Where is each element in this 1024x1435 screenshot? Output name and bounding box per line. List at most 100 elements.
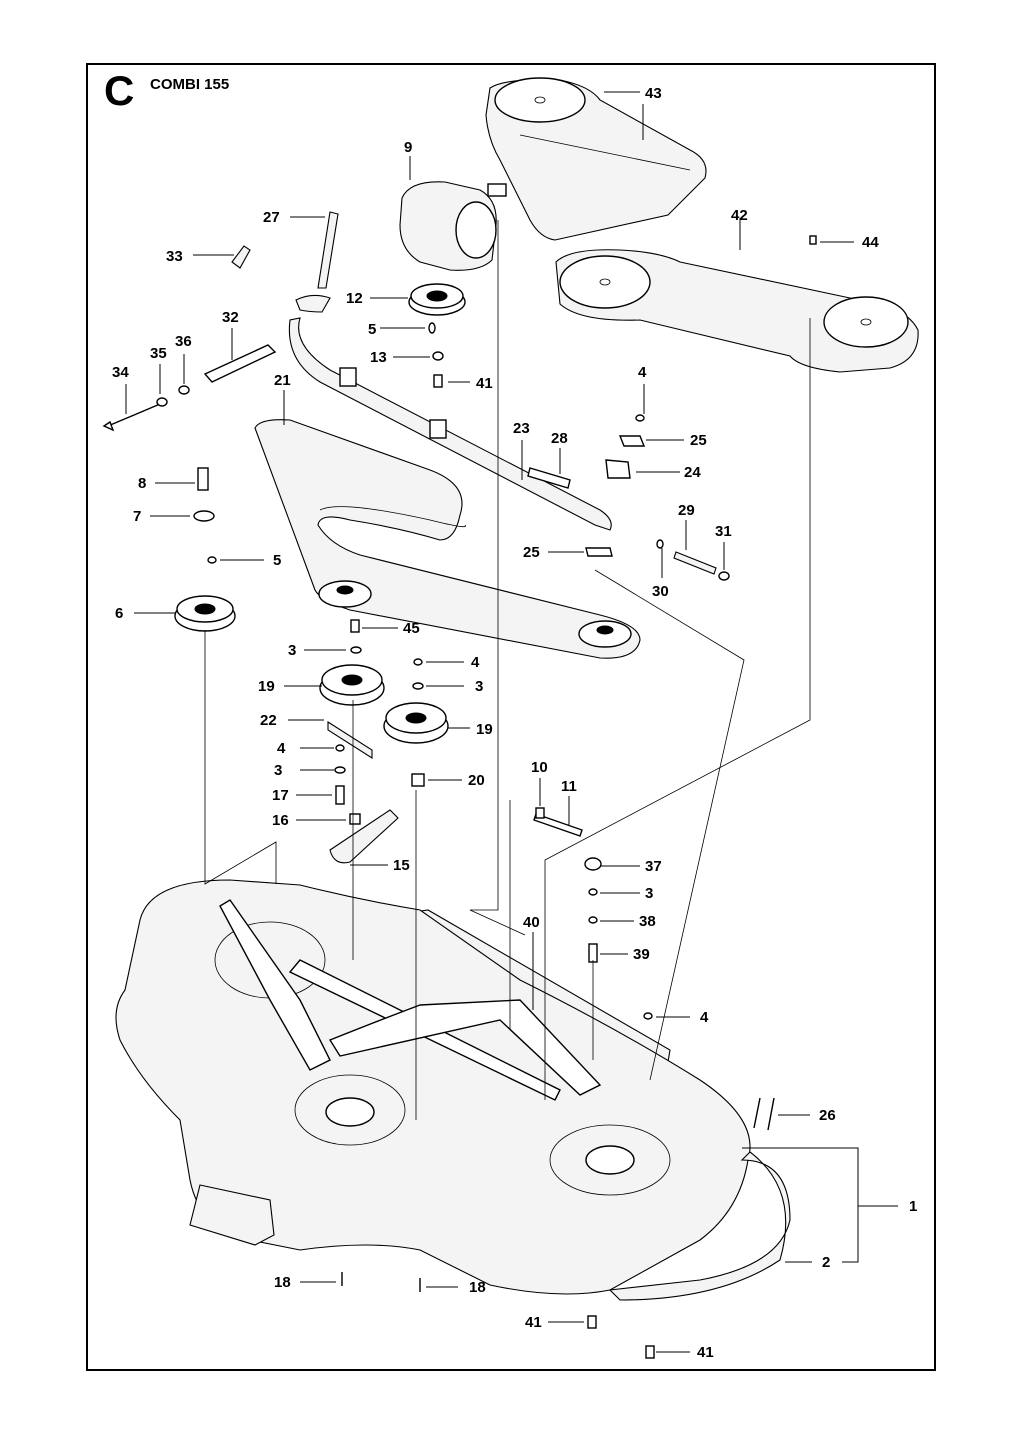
callout-3b: 3 — [475, 678, 483, 695]
belt-cover-43 — [485, 77, 707, 241]
bolt-26a — [753, 1097, 761, 1129]
pulley-19-left — [319, 664, 385, 706]
callout-6: 6 — [115, 605, 123, 622]
drive-belt-21 — [254, 419, 641, 659]
plate-25b — [585, 547, 613, 557]
callout-20: 20 — [468, 772, 485, 789]
model-title: COMBI 155 — [150, 76, 230, 93]
callout-41b: 41 — [525, 1314, 542, 1331]
knob-33 — [231, 245, 251, 269]
callout-30: 30 — [652, 583, 669, 600]
callout-21: 21 — [274, 372, 291, 389]
callout-25b: 25 — [523, 544, 540, 561]
callout-4a: 4 — [471, 654, 480, 671]
callout-3a: 3 — [288, 642, 296, 659]
screw-44 — [809, 235, 817, 245]
screw-41c — [645, 1345, 655, 1359]
pulley-19-right — [383, 702, 449, 744]
knob-37 — [584, 857, 602, 871]
washer-3b — [412, 682, 424, 690]
callout-25a: 25 — [690, 432, 707, 449]
screw-41b — [587, 1315, 597, 1329]
nut-4a — [413, 658, 423, 666]
washer-13 — [432, 351, 444, 361]
bushing-16 — [349, 813, 361, 825]
callout-5b: 5 — [273, 552, 281, 569]
spring-22 — [327, 720, 373, 760]
callout-18b: 18 — [469, 1279, 486, 1296]
bolt-26b — [767, 1097, 775, 1131]
callout-24: 24 — [684, 464, 701, 481]
guard-2 — [608, 1151, 791, 1301]
plate-25a — [618, 435, 646, 447]
nut-20 — [411, 773, 425, 787]
callout-33: 33 — [166, 248, 183, 265]
spring-29 — [673, 551, 717, 575]
washer-36 — [178, 385, 190, 395]
washer-3c — [334, 766, 346, 774]
bracket-15 — [329, 809, 399, 864]
callout-7: 7 — [133, 508, 141, 525]
callout-42: 42 — [731, 207, 748, 224]
callout-39: 39 — [633, 946, 650, 963]
callout-45: 45 — [403, 620, 420, 637]
callout-15: 15 — [393, 857, 410, 874]
callout-35: 35 — [150, 345, 167, 362]
callout-29: 29 — [678, 502, 695, 519]
lever-32 — [203, 294, 331, 383]
leader-lines — [125, 91, 898, 1353]
callout-4d: 4 — [638, 364, 647, 381]
spacer-17 — [335, 785, 345, 805]
diagram-frame — [86, 63, 936, 1371]
nut-35 — [156, 397, 168, 407]
callout-11: 11 — [561, 778, 577, 795]
spacer-39 — [588, 943, 598, 963]
spacer-10 — [535, 807, 545, 819]
callout-3c: 3 — [274, 762, 282, 779]
callout-27: 27 — [263, 209, 280, 226]
bolt-45 — [350, 619, 360, 633]
bolt-8 — [197, 467, 209, 491]
callout-9: 9 — [404, 139, 412, 156]
callout-13: 13 — [370, 349, 387, 366]
callout-38: 38 — [639, 913, 656, 930]
bolt-11 — [533, 813, 583, 837]
key-5 — [207, 556, 217, 564]
callout-44: 44 — [862, 234, 879, 251]
callout-4b: 4 — [277, 740, 286, 757]
callout-8: 8 — [138, 475, 146, 492]
washer-3d — [588, 888, 598, 896]
callout-labels: 43 9 27 42 44 33 12 32 5 36 35 13 4 34 2… — [112, 85, 917, 1361]
callout-26: 26 — [819, 1107, 836, 1124]
callout-43: 43 — [645, 85, 662, 102]
callout-31: 31 — [715, 523, 732, 540]
callout-1: 1 — [909, 1198, 917, 1215]
screw-41a — [433, 374, 443, 388]
callout-2: 2 — [822, 1254, 830, 1271]
nut-38 — [588, 916, 598, 924]
callout-12: 12 — [346, 290, 363, 307]
callout-40: 40 — [523, 914, 540, 931]
callout-32: 32 — [222, 309, 239, 326]
callout-36: 36 — [175, 333, 192, 350]
section-letter: C — [104, 67, 135, 114]
gearbox-9 — [399, 181, 507, 271]
pulley-6 — [174, 595, 236, 632]
belt-cover-42 — [555, 249, 919, 373]
callout-4c: 4 — [700, 1009, 709, 1026]
washer-7 — [193, 510, 215, 522]
callout-22: 22 — [260, 712, 277, 729]
callout-41a: 41 — [476, 375, 493, 392]
callout-19a: 19 — [258, 678, 275, 695]
nut-31 — [718, 571, 730, 581]
callout-3d: 3 — [645, 885, 653, 902]
key-5b — [428, 322, 436, 334]
callout-10: 10 — [531, 759, 548, 776]
callout-41c: 41 — [697, 1344, 714, 1361]
callout-37: 37 — [645, 858, 662, 875]
callout-17: 17 — [272, 787, 289, 804]
callout-18a: 18 — [274, 1274, 291, 1291]
bolt-34 — [102, 403, 161, 432]
washer-3a — [350, 646, 362, 654]
callout-28: 28 — [551, 430, 568, 447]
